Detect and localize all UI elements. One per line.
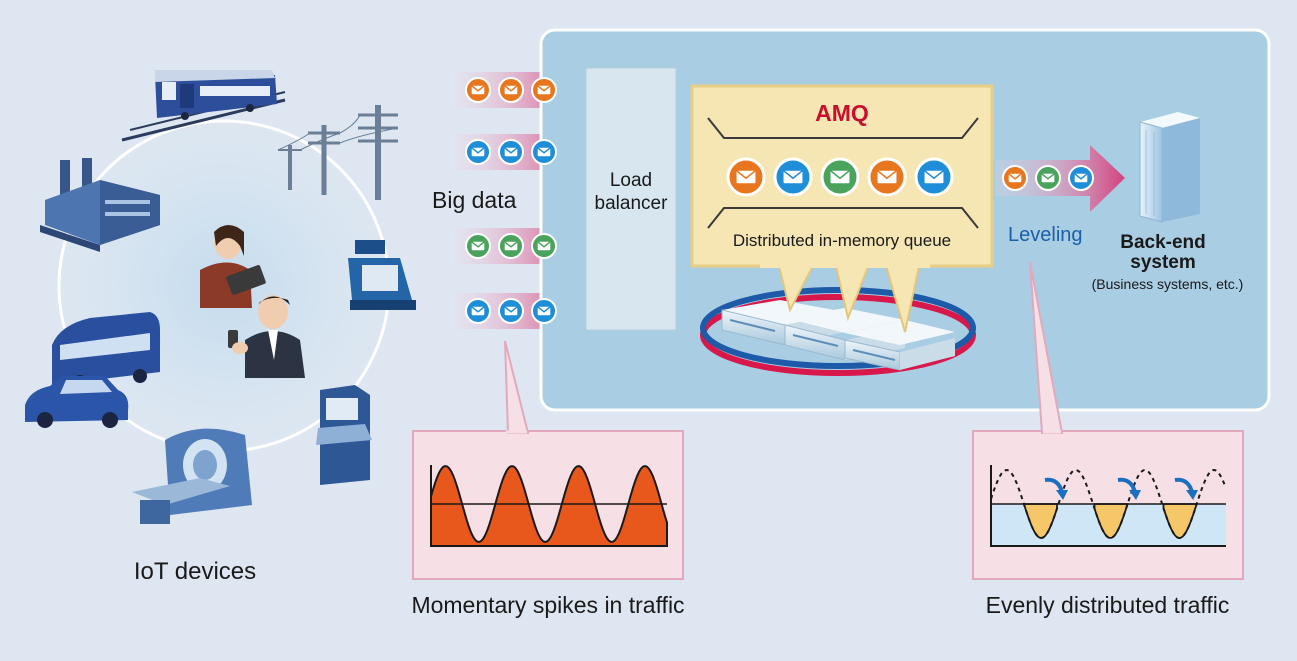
envelope-icon: [820, 157, 860, 197]
envelope-icon: [531, 139, 557, 165]
load-balancer-box: [585, 67, 677, 331]
power-pole-icon: [277, 105, 399, 200]
iot-devices-label: IoT devices: [133, 558, 257, 585]
load-balancer-label-line1: Load: [609, 170, 653, 191]
envelope-icon: [773, 157, 813, 197]
even-caption: Evenly distributed traffic: [985, 592, 1230, 618]
envelope-icon: [726, 157, 766, 197]
backend-label-line2: system: [1130, 252, 1196, 273]
bus-icon: [52, 312, 160, 389]
envelope-icon: [465, 233, 491, 259]
server-rack-icon: [721, 300, 955, 371]
woman-tablet-icon: [200, 225, 266, 308]
mri-scanner-icon: [132, 428, 252, 524]
envelope-icon: [498, 139, 524, 165]
envelope-icon: [465, 298, 491, 324]
envelope-icon: [498, 77, 524, 103]
envelope-icon: [531, 233, 557, 259]
backend-label-line1: Back-end: [1120, 232, 1206, 253]
envelope-icon: [867, 157, 907, 197]
envelope-icon: [465, 139, 491, 165]
envelope-icon: [1068, 165, 1094, 191]
atm-icon: [316, 385, 372, 485]
spikes-caption: Momentary spikes in traffic: [411, 592, 685, 618]
envelope-icon: [498, 233, 524, 259]
envelope-icon: [1035, 165, 1061, 191]
load-balancer-label-line2: balancer: [594, 193, 668, 214]
queue-label: Distributed in-memory queue: [732, 231, 952, 250]
envelope-icon: [498, 298, 524, 324]
envelope-icon: [531, 298, 557, 324]
even-graph: [990, 465, 1226, 547]
message-envelopes: [465, 77, 1094, 324]
leveling-label: Leveling: [1008, 224, 1083, 246]
envelope-icon: [531, 77, 557, 103]
amq-title: AMQ: [815, 100, 869, 126]
cluster-ring: [700, 287, 976, 376]
envelope-icon: [465, 77, 491, 103]
train-icon: [121, 70, 286, 142]
server-tower-icon: [1139, 112, 1200, 223]
cash-register-icon: [348, 240, 416, 310]
envelope-icon: [914, 157, 954, 197]
leveling-arrows: [1044, 477, 1198, 500]
envelope-icon: [1002, 165, 1028, 191]
spike-graph: [430, 464, 668, 547]
big-data-label: Big data: [432, 187, 517, 213]
backend-sub-label: (Business systems, etc.): [1091, 276, 1244, 292]
car-icon: [25, 376, 129, 428]
man-phone-icon: [228, 295, 305, 378]
factory-icon: [40, 158, 160, 252]
